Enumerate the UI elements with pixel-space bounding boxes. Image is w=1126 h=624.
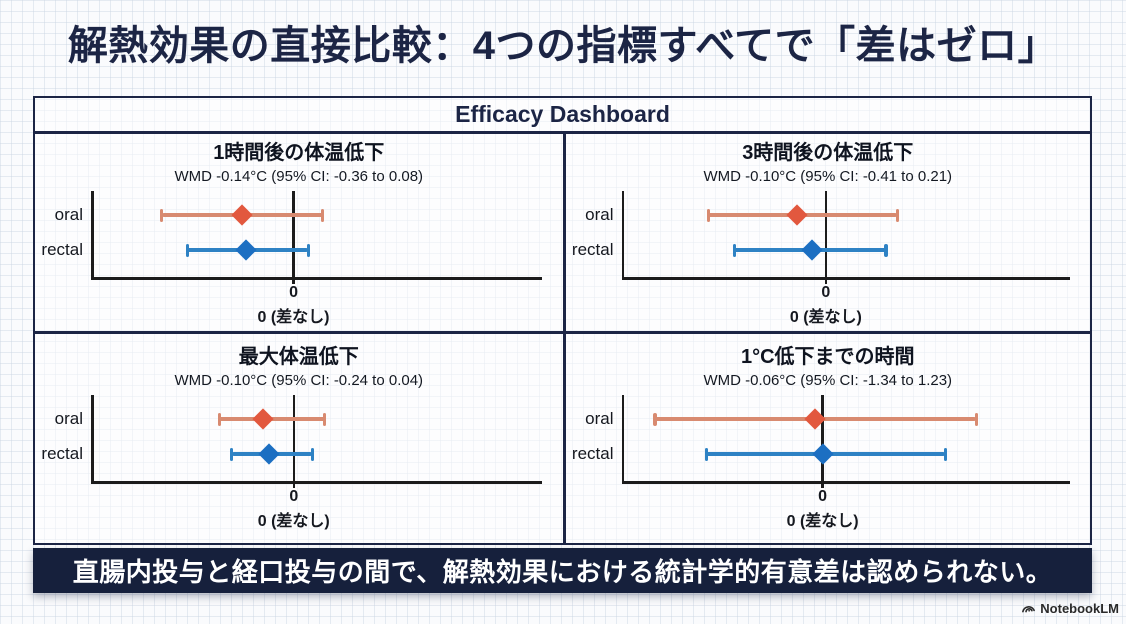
forest-plot-1h: oral rectal 0 0 (差なし) [35, 191, 563, 326]
ci-cap-left-rectal [704, 447, 708, 461]
point-estimate-oral [252, 408, 274, 430]
zero-tick-label: 0 [821, 284, 831, 301]
x-axis-line [91, 277, 542, 280]
panel-subtitle: WMD -0.06°C (95% CI: -1.34 to 1.23) [703, 372, 953, 389]
panel-temp-drop-3h: 3時間後の体温低下 WMD -0.10°C (95% CI: -0.41 to … [562, 134, 1091, 331]
row-label-rectal: rectal [41, 444, 83, 463]
panel-title: 3時間後の体温低下 [742, 142, 914, 164]
dashboard-header: Efficacy Dashboard [35, 98, 1090, 134]
page-title: 解熱効果の直接比較：4つの指標すべてで「差はゼロ」 [67, 24, 1059, 68]
ci-cap-left-oral [160, 208, 164, 222]
row-label-oral: oral [54, 409, 83, 428]
zero-tick-label: 0 [289, 488, 299, 505]
row-label-rectal: rectal [571, 240, 614, 259]
row-label-oral: oral [54, 205, 83, 224]
point-estimate-rectal [235, 239, 257, 261]
ci-cap-left-rectal [230, 447, 234, 461]
ci-cap-left-rectal [185, 243, 189, 257]
panel-subtitle: WMD -0.10°C (95% CI: -0.24 to 0.04) [174, 372, 424, 389]
ci-cap-left-rectal [732, 243, 736, 257]
panel-grid: 1時間後の体温低下 WMD -0.14°C (95% CI: -0.36 to … [35, 134, 1090, 543]
zero-axis-caption: 0 (差なし) [789, 309, 862, 326]
panel-subtitle: WMD -0.14°C (95% CI: -0.36 to 0.08) [174, 168, 424, 185]
ci-cap-right-oral [323, 412, 327, 426]
ci-cap-right-rectal [943, 447, 947, 461]
zero-axis-caption: 0 (差なし) [786, 513, 859, 530]
row-label-oral: oral [585, 409, 614, 428]
ci-cap-right-rectal [306, 243, 310, 257]
zero-reference-line [824, 191, 828, 284]
y-axis-line [621, 395, 624, 481]
panel-temp-drop-1h: 1時間後の体温低下 WMD -0.14°C (95% CI: -0.36 to … [35, 134, 563, 331]
zero-axis-caption: 0 (差なし) [257, 309, 330, 326]
zero-tick-label: 0 [818, 488, 828, 505]
point-estimate-rectal [800, 239, 823, 261]
forest-plot-max: oral rectal 0 0 (差なし) [35, 395, 563, 530]
ci-cap-right-rectal [310, 447, 314, 461]
ci-cap-right-oral [321, 208, 325, 222]
forest-plot-3h: oral rectal 0 0 (差なし) [566, 191, 1091, 326]
point-estimate-rectal [812, 443, 834, 465]
panel-title: 1°C低下までの時間 [740, 346, 915, 368]
point-estimate-oral [786, 204, 808, 226]
zero-reference-line [821, 395, 824, 488]
panel-time-to-1c: 1°C低下までの時間 WMD -0.06°C (95% CI: -1.34 to… [562, 331, 1091, 543]
ci-cap-right-oral [895, 208, 900, 222]
zero-axis-caption: 0 (差なし) [257, 513, 330, 530]
ci-cap-right-rectal [884, 243, 888, 257]
notebooklm-label: NotebookLM [1040, 601, 1119, 616]
efficacy-dashboard: Efficacy Dashboard 1時間後の体温低下 WMD -0.14°C… [33, 96, 1092, 545]
panel-max-temp-drop: 最大体温低下 WMD -0.10°C (95% CI: -0.24 to 0.0… [35, 331, 563, 543]
x-axis-line [621, 277, 1070, 280]
row-label-rectal: rectal [571, 444, 614, 463]
notebooklm-icon [1021, 601, 1036, 616]
panel-title: 1時間後の体温低下 [213, 142, 385, 164]
conclusion-banner: 直腸内投与と経口投与の間で、解熱効果における統計学的有意差は認められない。 [33, 548, 1092, 593]
ci-cap-left-oral [706, 208, 711, 222]
ci-cap-left-oral [653, 412, 657, 426]
zero-reference-line [292, 395, 296, 488]
panel-title: 最大体温低下 [238, 346, 359, 368]
zero-reference-line [292, 191, 295, 284]
row-label-oral: oral [585, 205, 614, 224]
y-axis-line [91, 191, 94, 277]
zero-tick-label: 0 [289, 284, 298, 301]
ci-cap-right-oral [974, 412, 979, 426]
point-estimate-rectal [258, 443, 280, 465]
row-label-rectal: rectal [41, 240, 83, 259]
point-estimate-oral [231, 204, 253, 226]
x-axis-line [621, 481, 1070, 484]
y-axis-line [621, 191, 624, 277]
x-axis-line [91, 481, 542, 484]
notebooklm-watermark: NotebookLM [1021, 601, 1119, 616]
forest-plot-time: oral rectal 0 0 (差なし) [566, 395, 1091, 530]
panel-subtitle: WMD -0.10°C (95% CI: -0.41 to 0.21) [703, 168, 953, 185]
ci-cap-left-oral [217, 412, 221, 426]
y-axis-line [91, 395, 94, 481]
